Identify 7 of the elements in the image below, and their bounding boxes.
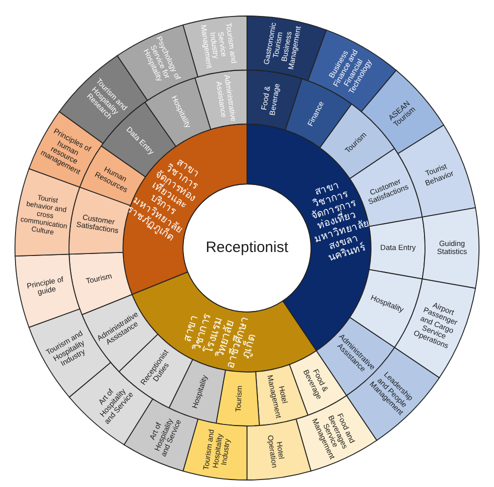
ring-segment [422, 207, 480, 289]
ring-segment [216, 370, 260, 426]
ring-segment [246, 418, 312, 480]
ring-segment [14, 254, 80, 328]
center-title: Receptionist [206, 240, 288, 256]
ring-segment [194, 70, 248, 130]
ring-segment [368, 216, 426, 280]
